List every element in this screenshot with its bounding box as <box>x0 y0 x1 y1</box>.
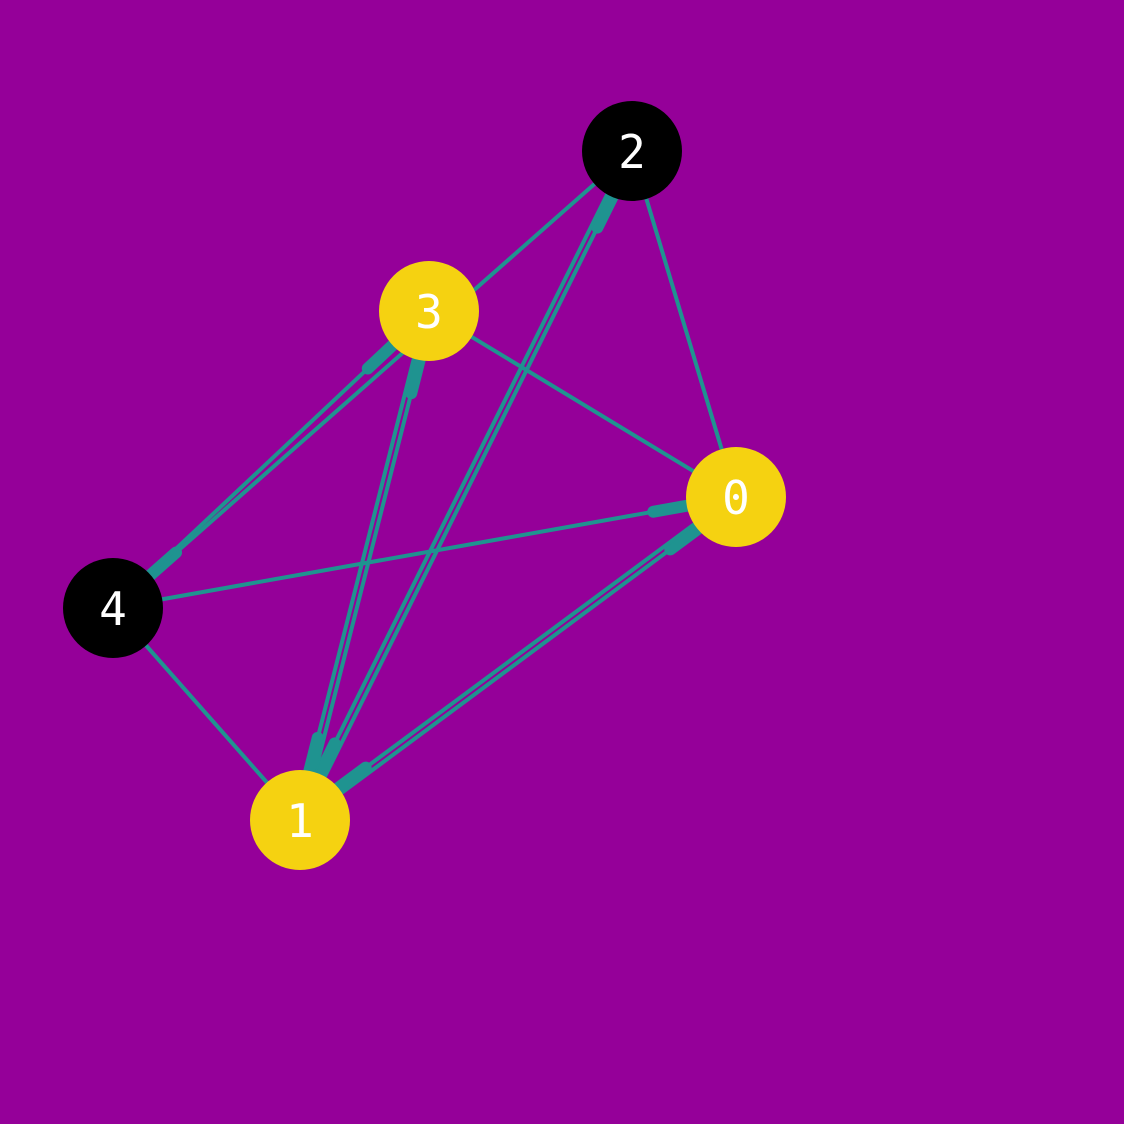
node-label: 4 <box>99 582 127 636</box>
edge-line <box>322 195 615 779</box>
node-3: 3 <box>379 261 479 361</box>
edge-0-1 <box>332 522 697 794</box>
edge-3-1 <box>303 356 416 777</box>
node-label: 0 <box>722 471 750 525</box>
edge-1-2 <box>322 191 619 779</box>
node-layer: 0 1 2 3 4 <box>63 101 786 870</box>
edge-line <box>160 503 689 602</box>
edge-layer <box>144 182 724 795</box>
edge-0-2 <box>644 196 724 452</box>
node-2: 2 <box>582 101 682 201</box>
edge-line <box>469 334 696 474</box>
edge-1-4 <box>144 643 269 785</box>
edge-1-0 <box>339 523 704 795</box>
node-1: 1 <box>250 770 350 870</box>
node-circle <box>582 101 682 201</box>
node-circle <box>686 447 786 547</box>
node-4: 4 <box>63 558 163 658</box>
edge-arrowhead <box>405 354 426 400</box>
edge-line <box>147 343 395 576</box>
node-label: 3 <box>415 285 443 339</box>
edge-arrowhead <box>303 731 324 777</box>
edge-line <box>644 196 724 452</box>
edge-4-3 <box>147 339 399 576</box>
node-0: 0 <box>686 447 786 547</box>
edge-line <box>144 643 269 785</box>
edge-arrowhead <box>361 339 399 375</box>
edge-4-0 <box>160 499 693 602</box>
edge-1-3 <box>313 354 426 775</box>
node-circle <box>63 558 163 658</box>
edge-line <box>336 522 697 790</box>
edge-2-1 <box>313 192 610 780</box>
node-label: 1 <box>286 794 314 848</box>
edge-line <box>313 358 422 775</box>
edge-0-3 <box>469 334 696 474</box>
edge-arrowhead <box>647 499 693 518</box>
node-circle <box>250 770 350 870</box>
edge-arrowhead <box>332 761 372 794</box>
edge-line <box>307 356 416 773</box>
edge-arrowhead <box>664 523 704 556</box>
edge-arrowhead <box>591 191 619 234</box>
node-label: 2 <box>618 125 646 179</box>
edge-line <box>317 192 610 776</box>
edge-line <box>339 527 700 795</box>
edge-arrowhead <box>313 737 341 780</box>
edge-line <box>148 182 597 577</box>
node-circle <box>379 261 479 361</box>
